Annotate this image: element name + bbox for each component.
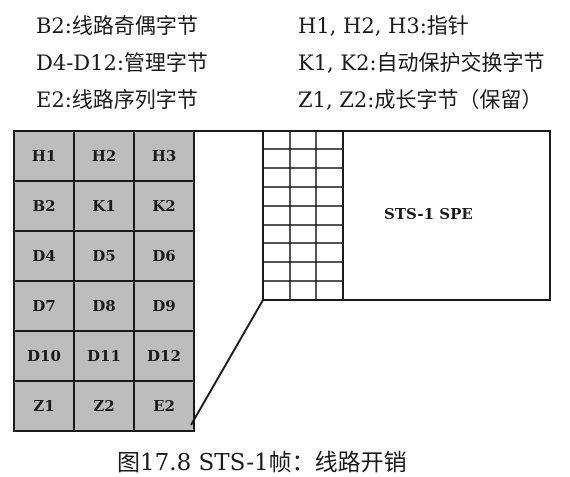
- transport-overhead-grid-lines: [263, 131, 343, 300]
- overhead-cell-d6: D6: [135, 232, 193, 280]
- overhead-cell-z1: Z1: [15, 382, 73, 430]
- legend-row2-left: D4-D12:管理字节: [36, 51, 208, 75]
- overhead-cell-k2: K2: [135, 182, 193, 230]
- legend-row3-right: Z1, Z2:成长字节（保留）: [298, 88, 543, 112]
- legend-row3-left: E2:线路序列字节: [36, 88, 198, 112]
- overhead-cell-d10: D10: [15, 332, 73, 380]
- figure-caption: 图17.8 STS-1帧：线路开销: [117, 450, 407, 476]
- overhead-cell-k1: K1: [75, 182, 133, 230]
- overhead-cell-d4: D4: [15, 232, 73, 280]
- legend-row1-left: B2:线路奇偶字节: [36, 14, 198, 38]
- overhead-cell-d8: D8: [75, 282, 133, 330]
- overhead-cell-d7: D7: [15, 282, 73, 330]
- zoom-line-bottom: [190, 299, 264, 426]
- overhead-cell-d5: D5: [75, 232, 133, 280]
- overhead-cell-h2: H2: [75, 132, 133, 180]
- overhead-cell-z2: Z2: [75, 382, 133, 430]
- overhead-cell-b2: B2: [15, 182, 73, 230]
- overhead-cell-e2: E2: [135, 382, 193, 430]
- overhead-cell-h1: H1: [15, 132, 73, 180]
- overhead-cell-d12: D12: [135, 332, 193, 380]
- sts1-frame-outline: [262, 130, 551, 301]
- legend-row1-right: H1, H2, H3:指针: [298, 14, 469, 38]
- legend-row2-right: K1, K2:自动保护交换字节: [298, 51, 545, 75]
- overhead-cell-d9: D9: [135, 282, 193, 330]
- overhead-cell-d11: D11: [75, 332, 133, 380]
- overhead-cell-h3: H3: [135, 132, 193, 180]
- line-overhead-grid: H1 H2 H3 B2 K1 K2 D4 D5 D6 D7 D8 D9 D10 …: [13, 130, 195, 432]
- spe-label: STS-1 SPE: [384, 205, 473, 223]
